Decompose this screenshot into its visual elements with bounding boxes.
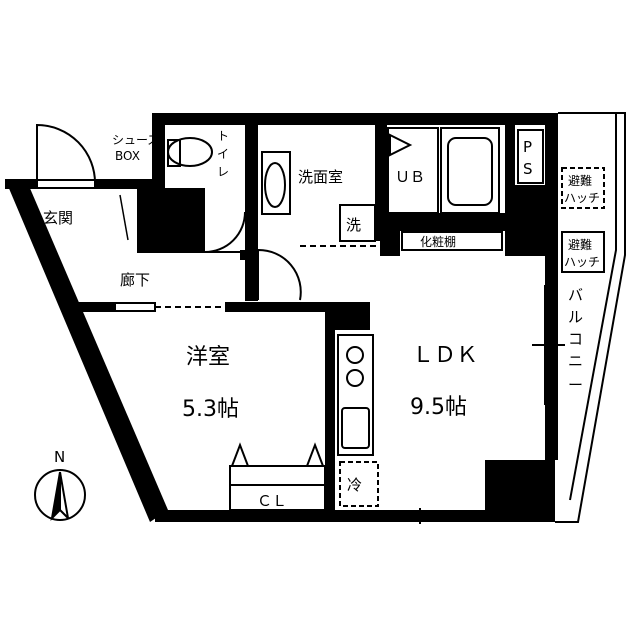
balcony-5: ー <box>568 376 583 394</box>
walls <box>5 113 558 522</box>
hatch-2-line2: ハッチ <box>564 255 600 269</box>
balcony-1: バ <box>568 286 583 304</box>
toilet-bowl <box>167 137 213 167</box>
vanity-shelf-label: 化粧棚 <box>420 234 456 249</box>
labels: シューズ BOX ト イ レ 洗面室 洗 ＵＢ P S 避難 ハッチ 避難 ハッ… <box>43 129 600 510</box>
hatch-1-line2: ハッチ <box>564 191 600 205</box>
hatch-2-line1: 避難 <box>568 237 592 252</box>
unit-bath-label: ＵＢ <box>395 168 425 186</box>
washroom-label: 洗面室 <box>298 168 343 186</box>
western-room-label: 洋室 <box>186 345 230 370</box>
shoe-box-label: シューズ <box>112 132 159 147</box>
washer-label: 洗 <box>346 216 361 234</box>
hatch-1-line1: 避難 <box>568 173 592 188</box>
kitchen-sink <box>341 407 370 449</box>
balcony-2: ル <box>568 308 583 326</box>
toilet-label-2: イ <box>217 147 229 161</box>
compass-circle <box>34 469 86 521</box>
ldk-label: ＬＤＫ <box>412 343 478 368</box>
entrance-label: 玄関 <box>43 209 73 227</box>
western-room-size: 5.3帖 <box>182 397 239 422</box>
toilet-door-swing <box>204 211 246 253</box>
entry-door-swing <box>36 123 97 185</box>
sink <box>264 162 286 208</box>
corridor-label: 廊下 <box>120 271 150 289</box>
bathtub <box>447 137 493 206</box>
balcony-3: コ <box>568 330 583 348</box>
ldk-size: 9.5帖 <box>410 395 467 420</box>
closet-label: ＣＬ <box>257 492 287 510</box>
shoe-box-label-2: BOX <box>115 149 140 163</box>
corridor-door-swing <box>257 248 302 301</box>
balcony-outline <box>555 112 626 523</box>
kitchen-counter <box>337 334 374 456</box>
toilet-label-1: ト <box>217 129 229 143</box>
pipe-space-p: P <box>523 138 532 156</box>
balcony-4: ニ <box>568 352 583 370</box>
fixtures <box>34 112 626 524</box>
fridge-label: 冷 <box>347 476 362 494</box>
compass-north-label: N <box>54 448 65 466</box>
pipe-space-s: S <box>523 160 533 178</box>
toilet-label-3: レ <box>217 165 229 179</box>
